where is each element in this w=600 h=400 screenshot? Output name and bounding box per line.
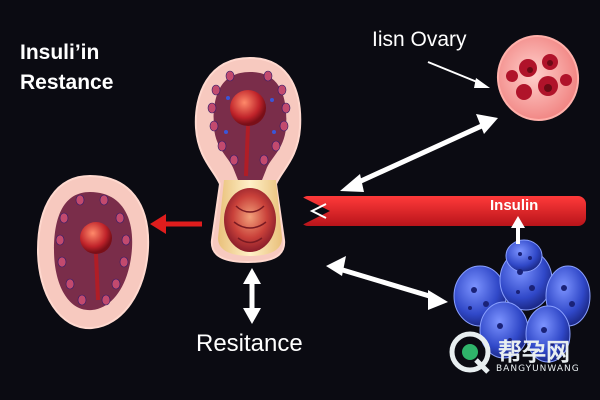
left-organ: [36, 174, 150, 330]
watermark-main: 帮孕网: [498, 338, 570, 366]
insulin-bar-label: Insulin: [490, 197, 539, 214]
title-right: Iisn Ovary: [372, 28, 467, 51]
central-organ: [194, 56, 302, 264]
arrows: [243, 61, 525, 324]
ovary: [496, 35, 580, 121]
red-arrow: [150, 214, 202, 234]
watermark-sub: BANGYUNWANG: [496, 364, 580, 374]
cell-cluster: [453, 239, 591, 363]
bottom-label: Resitance: [196, 330, 303, 357]
watermark-logo-icon: [449, 331, 491, 374]
insulin-bar: [300, 196, 586, 226]
title-left-line1: Insuli’in: [20, 41, 100, 64]
title-left: Insuli’in Restance: [20, 38, 113, 98]
watermark: 帮孕网 BANGYUNWANG: [446, 330, 586, 382]
title-left-line2: Restance: [20, 71, 114, 94]
